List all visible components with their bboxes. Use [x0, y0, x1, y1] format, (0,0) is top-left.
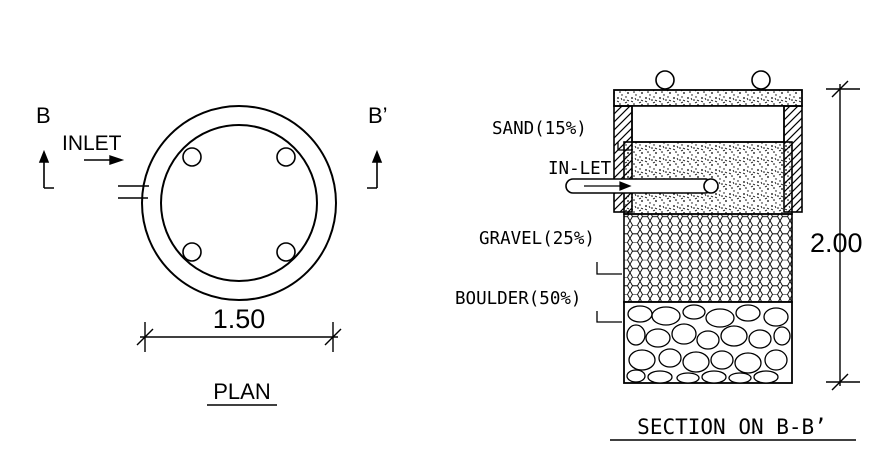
plan-inner-ring — [160, 124, 318, 282]
section-marker-b: B — [36, 103, 51, 128]
plan-hole — [276, 242, 296, 262]
section-arrow-b-prime — [367, 149, 383, 189]
plan-hole — [276, 147, 296, 167]
plan-hole — [182, 242, 202, 262]
section-view: SAND(15%) IN-LET GRAVEL(25%) BOULDER(50%… — [455, 70, 863, 441]
section-title: SECTION ON B-B’ — [637, 415, 827, 439]
section-dimension-text: 2.00 — [810, 228, 863, 258]
gravel-label: GRAVEL(25%) — [479, 229, 595, 249]
section-arrow-b — [38, 149, 54, 189]
section-dimension-line — [826, 80, 860, 391]
gravel-layer — [623, 213, 793, 303]
sand-layer — [623, 141, 793, 215]
boulder-label: BOULDER(50%) — [455, 289, 581, 309]
plan-dimension-line — [136, 322, 342, 352]
boulder-fill — [626, 304, 791, 384]
ring-wall-right — [783, 105, 803, 213]
plan-inlet-label: INLET — [62, 132, 122, 155]
plan-inlet-arrow — [84, 155, 125, 165]
gravel-leader — [596, 262, 622, 275]
plan-outer-ring — [141, 105, 337, 301]
water-chamber — [631, 105, 785, 143]
cover-hook — [655, 70, 675, 90]
section-inlet-label: IN-LET — [548, 159, 612, 179]
section-marker-b-prime: B’ — [368, 103, 388, 128]
section-inlet-pipe — [565, 178, 719, 194]
plan-hole — [182, 147, 202, 167]
cover-slab — [613, 89, 803, 107]
cover-hook — [751, 70, 771, 90]
sand-leader — [617, 142, 632, 151]
plan-inlet-pipe — [118, 185, 149, 199]
plan-title: PLAN — [213, 379, 270, 404]
ring-wall-left — [613, 105, 633, 213]
boulder-leader — [596, 311, 622, 323]
plan-dimension-text: 1.50 — [213, 304, 266, 334]
sand-label: SAND(15%) — [492, 119, 587, 139]
plan-view: B B’ INLET 1.50 PLAN — [36, 103, 388, 406]
